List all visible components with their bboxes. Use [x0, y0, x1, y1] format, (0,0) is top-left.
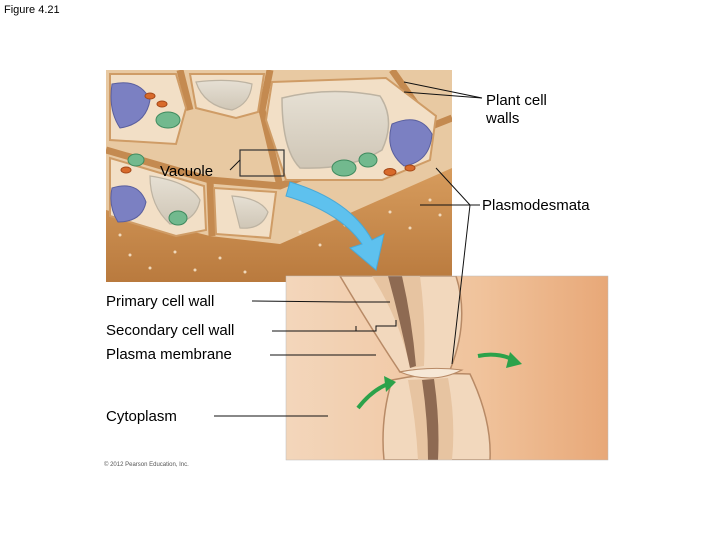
label-plasma-membrane: Plasma membrane — [106, 346, 232, 363]
nucleus — [389, 119, 433, 167]
label-plasmodesmata: Plasmodesmata — [482, 197, 590, 214]
zoom-region-box — [239, 149, 285, 177]
label-plant-cell-walls: Plant cell walls — [486, 92, 547, 128]
zoom-arrow — [285, 181, 385, 271]
leader-lines — [214, 81, 483, 417]
label-primary-cell-wall: Primary cell wall — [106, 293, 215, 310]
chloroplasts — [127, 111, 378, 226]
figure-title: Figure 4.21 — [4, 4, 60, 16]
mitochondria — [120, 92, 416, 176]
zoomed-wall-panel — [286, 276, 608, 460]
label-vacuole: Vacuole — [160, 163, 214, 180]
copyright-notice: © 2012 Pearson Education, Inc. — [104, 462, 189, 468]
label-cytoplasm: Cytoplasm — [106, 408, 177, 425]
nucleus — [110, 185, 147, 223]
label-plant-cell-walls-line1: Plant cell — [486, 92, 547, 109]
vacuole-shape — [281, 90, 390, 169]
label-plant-cell-walls-line2: walls — [486, 110, 520, 127]
nucleus — [110, 82, 151, 129]
label-secondary-cell-wall: Secondary cell wall — [106, 322, 235, 339]
